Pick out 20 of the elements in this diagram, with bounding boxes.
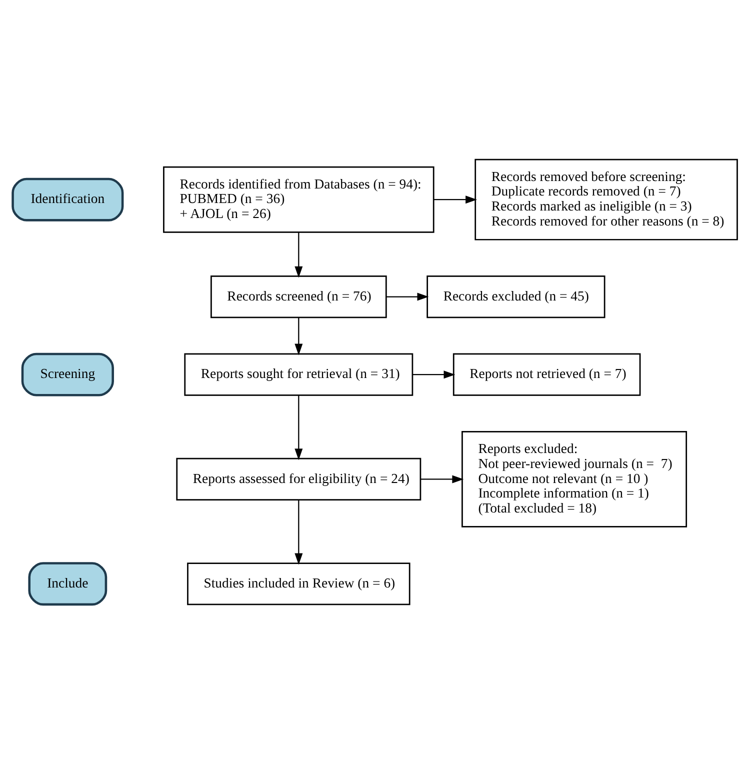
node-box: Identification (12, 178, 124, 222)
arrow (294, 395, 303, 460)
node-box: Records removed before screening: Duplicate records removed (n = 7) Records marked as ineligible (n = 3) Records removed for other reasons (n = 8) (474, 158, 738, 240)
node-box: Records screened (n = 76) (210, 276, 387, 318)
node-box: Reports sought for retrieval (n = 31) (184, 353, 414, 396)
arrow (386, 292, 429, 301)
node-box: Screening (21, 352, 114, 396)
arrow (412, 370, 456, 379)
arrow (294, 500, 303, 565)
node-box: Studies included in Review (n = 6) (187, 562, 410, 606)
arrow (420, 475, 464, 484)
node-box: Records identified from Databases (n = 94): PUBMED (n = 36) + AJOL (n = 26) (163, 166, 434, 233)
node-box: Reports not retrieved (n = 7) (452, 353, 641, 396)
arrow (294, 318, 303, 356)
arrow (294, 232, 303, 278)
node-box: Include (28, 562, 108, 606)
node-box: Reports excluded: Not peer-reviewed journals (n = 7) Outcome not relevant (n = 10 ) Incomplete information (n = 1) (Total excluded = 18) (462, 431, 688, 528)
arrow (434, 196, 478, 204)
node-box: Reports assessed for eligibility (n = 24) (176, 458, 422, 500)
node-box: Records excluded (n = 45) (426, 276, 606, 318)
